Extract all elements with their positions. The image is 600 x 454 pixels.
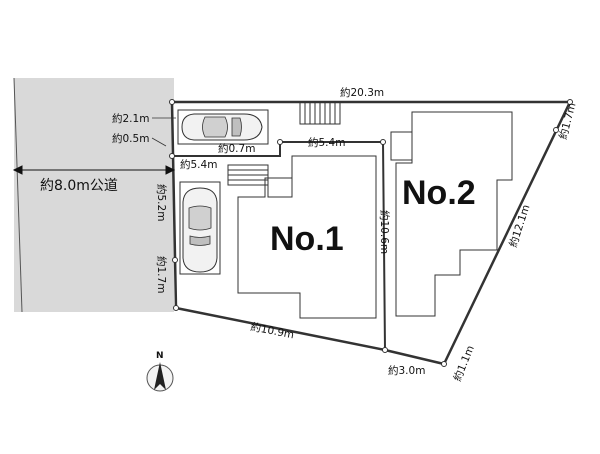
lot1-label: No.1 — [270, 220, 344, 258]
lot2-label: No.2 — [402, 174, 476, 212]
dim-left-upper: 約5.2m — [155, 184, 168, 221]
north-compass: N — [146, 351, 174, 392]
leader-lines — [151, 117, 176, 147]
dim-lot1-top: 約5.4m — [308, 136, 345, 149]
road-label: 約8.0m公道 — [40, 178, 118, 194]
north-arrow-icon — [154, 362, 166, 390]
road-edge-left — [13, 77, 23, 313]
dim-parking-depth: 約2.1m — [112, 112, 149, 125]
dim-right-bottom: 約1.1m — [451, 344, 477, 384]
public-road — [14, 78, 174, 312]
dim-driveway-small: 約0.7m — [218, 142, 255, 155]
dim-driveway-width: 約5.4m — [180, 158, 217, 171]
boundary-markers — [169, 99, 573, 367]
dim-left-lower: 約1.7m — [155, 256, 168, 293]
dim-top-width: 約20.3m — [340, 86, 384, 99]
lot2-porch — [390, 131, 413, 161]
dim-divider-length: 約10.6m — [378, 210, 391, 254]
parking-car-top — [177, 109, 269, 145]
north-label: N — [156, 351, 164, 361]
dim-parking-gap: 約0.5m — [112, 132, 149, 145]
dim-bottom-right: 約3.0m — [388, 364, 425, 377]
lot1-porch — [267, 177, 293, 198]
stairs-top — [299, 101, 341, 125]
parking-car-side — [179, 181, 221, 275]
lot2-house-footprint — [395, 111, 513, 317]
road-width-arrow — [12, 165, 176, 175]
stairs-lot1 — [227, 164, 269, 186]
